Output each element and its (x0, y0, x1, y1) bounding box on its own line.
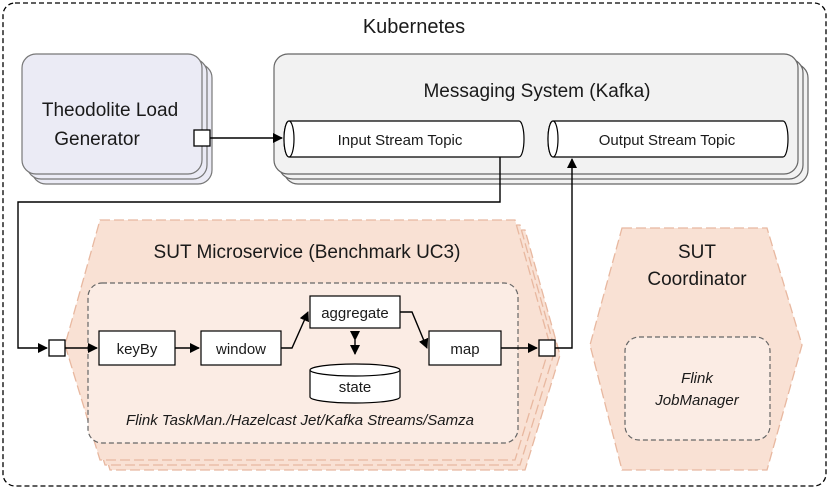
arrow-window-to-aggregate (281, 311, 309, 349)
load-generator: Theodolite Load Generator (21, 53, 213, 185)
arrow-input-topic-to-sut (17, 157, 501, 353)
jobmanager-box (624, 336, 771, 441)
state-label: state (339, 379, 372, 396)
sut-microservice: SUT Microservice (Benchmark UC3) Flink T… (64, 219, 561, 471)
sut-microservice-title: SUT Microservice (Benchmark UC3) (154, 242, 461, 263)
arrow-aggregate-to-map (400, 311, 429, 349)
load-generator-label-line2: Generator (54, 129, 140, 150)
op-aggregate-label: aggregate (321, 305, 389, 322)
sut-output-port (538, 339, 556, 357)
arrow-sut-to-output-topic (555, 158, 577, 349)
coordinator-label-line2: Coordinator (647, 269, 747, 290)
messaging-title: Messaging System (Kafka) (423, 81, 650, 102)
framework-container (87, 282, 519, 444)
input-topic-label: Input Stream Topic (338, 132, 463, 149)
op-keyby-label: keyBy (117, 341, 158, 358)
jobmanager-line2: JobManager (654, 392, 739, 409)
kubernetes-title: Kubernetes (363, 16, 465, 38)
op-window-label: window (215, 341, 266, 358)
sut-coordinator: SUT Coordinator Flink JobManager (589, 227, 803, 471)
op-map: map (428, 330, 502, 366)
load-generator-output-port (193, 129, 211, 147)
op-map-label: map (450, 341, 479, 358)
frameworks-label: Flink TaskMan./Hazelcast Jet/Kafka Strea… (126, 412, 474, 429)
input-stream-topic: Input Stream Topic (283, 120, 525, 158)
output-topic-label: Output Stream Topic (599, 132, 736, 149)
state-store: state (309, 363, 401, 404)
op-window: window (200, 330, 282, 366)
messaging-system: Messaging System (Kafka) (273, 53, 809, 185)
coordinator-label-line1: SUT (678, 242, 716, 263)
op-keyby: keyBy (98, 330, 176, 366)
output-stream-topic: Output Stream Topic (547, 120, 789, 158)
op-aggregate: aggregate (309, 295, 401, 329)
jobmanager-line1: Flink (681, 370, 714, 387)
sut-input-port (48, 339, 66, 357)
load-generator-label-line1: Theodolite Load (42, 100, 178, 121)
